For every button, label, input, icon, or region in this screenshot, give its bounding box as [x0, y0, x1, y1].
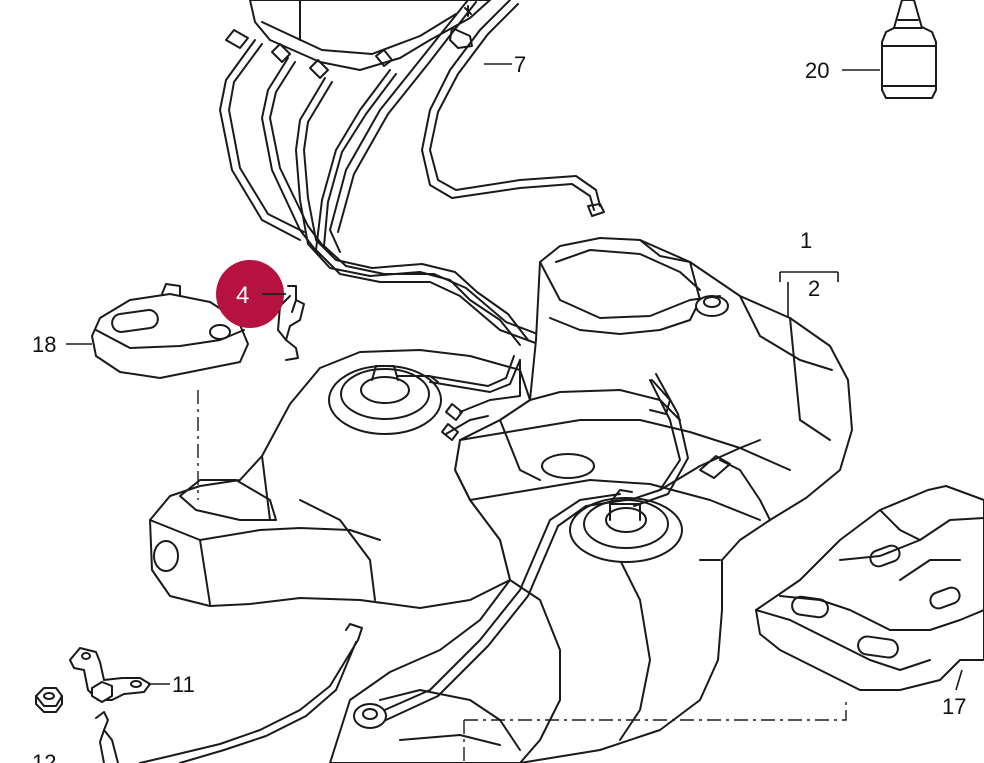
- highlight-badge[interactable]: [216, 260, 284, 328]
- tank-strap: [139, 623, 363, 763]
- sealant-bottle: [881, 0, 937, 99]
- callout-12[interactable]: 12: [32, 750, 56, 763]
- callout-11[interactable]: 11: [172, 672, 195, 697]
- fuel-tank: [149, 237, 853, 763]
- leader-lines: [66, 63, 963, 691]
- callout-2[interactable]: 2: [808, 276, 820, 301]
- callout-17[interactable]: 17: [942, 694, 966, 719]
- callout-1[interactable]: 1: [800, 228, 812, 253]
- hex-nut: [35, 687, 63, 713]
- top-canister: [249, 0, 491, 71]
- heat-shield: [755, 485, 984, 691]
- callout-4[interactable]: 4: [236, 282, 249, 309]
- assembly-lines: [197, 390, 847, 763]
- vent-hose: [421, 0, 605, 217]
- mounting-bracket: [69, 647, 151, 763]
- cover-plate: [91, 283, 249, 379]
- clip-bracket: [277, 285, 305, 361]
- callout-20[interactable]: 20: [805, 58, 829, 83]
- callout-18[interactable]: 18: [32, 332, 56, 357]
- callout-7[interactable]: 7: [514, 52, 526, 77]
- fuel-line-bundle: [219, 0, 657, 381]
